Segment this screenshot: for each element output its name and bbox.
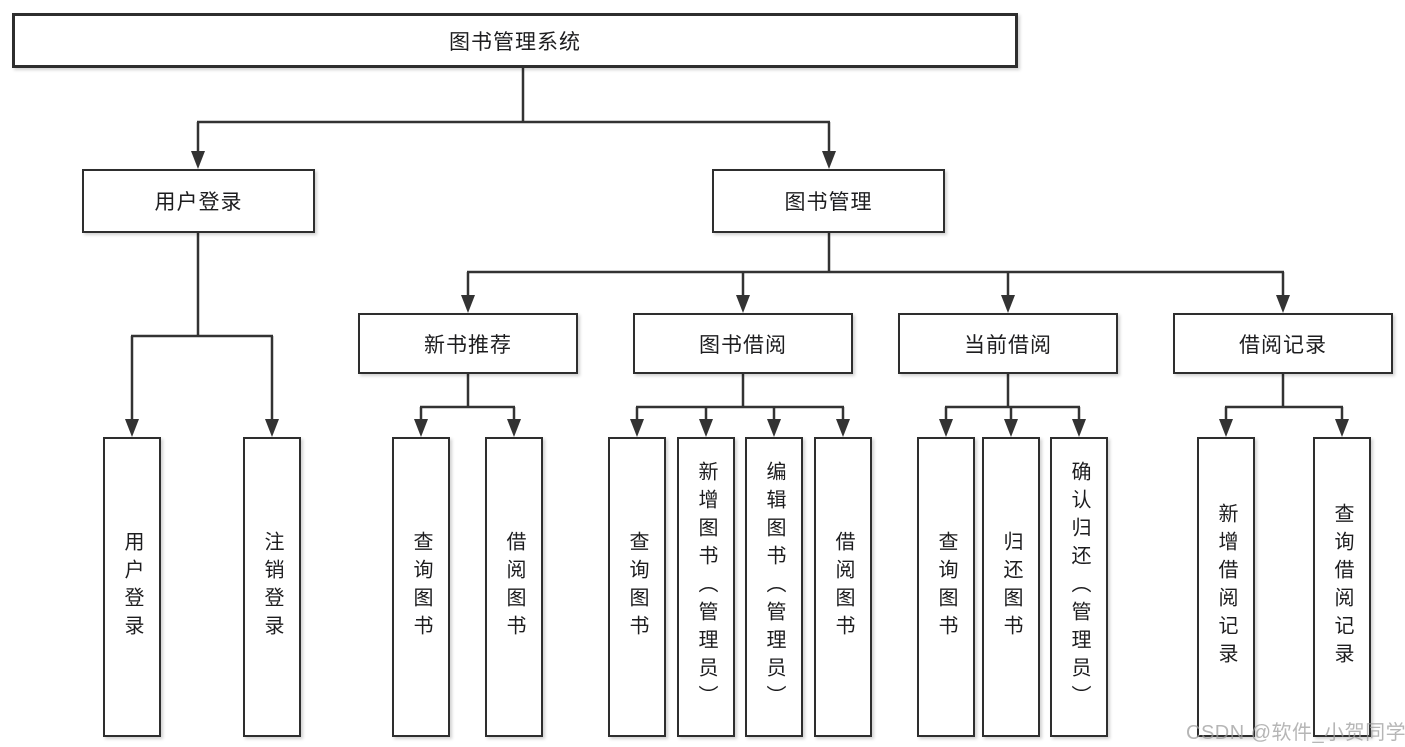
node-borrow-records-label: 借阅记录 <box>1239 333 1327 357</box>
node-leaf-add-book-admin-label: 新增图书（管理员） <box>695 461 717 713</box>
csdn-watermark: CSDN @软件_小贺同学 <box>1186 722 1405 744</box>
node-leaf-confirm-return-admin-label: 确认归还（管理员） <box>1068 461 1090 713</box>
node-leaf-confirm-return-admin: 确认归还（管理员） <box>1050 437 1108 737</box>
node-new-book-recommend: 新书推荐 <box>358 313 578 374</box>
node-leaf-borrowing-query-books: 查询图书 <box>608 437 666 737</box>
node-leaf-return-books: 归还图书 <box>982 437 1040 737</box>
node-library-system: 图书管理系统 <box>12 13 1018 68</box>
node-leaf-add-borrow-record-label: 新增借阅记录 <box>1215 503 1237 671</box>
node-book-borrowing: 图书借阅 <box>633 313 853 374</box>
node-user-login: 用户登录 <box>82 169 315 233</box>
node-leaf-logout-label: 注销登录 <box>261 531 283 643</box>
arrowhead-group <box>125 151 1349 437</box>
node-leaf-user-login: 用户登录 <box>103 437 161 737</box>
node-leaf-query-borrow-record-label: 查询借阅记录 <box>1331 503 1353 671</box>
node-current-borrowing: 当前借阅 <box>898 313 1118 374</box>
node-leaf-edit-book-admin-label: 编辑图书（管理员） <box>763 461 785 713</box>
node-book-management: 图书管理 <box>712 169 945 233</box>
node-leaf-borrowing-borrow-books-label: 借阅图书 <box>832 531 854 643</box>
node-leaf-borrowing-query-books-label: 查询图书 <box>626 531 648 643</box>
node-leaf-recommend-borrow-books-label: 借阅图书 <box>503 531 525 643</box>
node-book-borrowing-label: 图书借阅 <box>699 333 787 357</box>
node-leaf-logout: 注销登录 <box>243 437 301 737</box>
node-leaf-current-query-books: 查询图书 <box>917 437 975 737</box>
node-leaf-recommend-query-books: 查询图书 <box>392 437 450 737</box>
node-leaf-recommend-borrow-books: 借阅图书 <box>485 437 543 737</box>
node-leaf-current-query-books-label: 查询图书 <box>935 531 957 643</box>
node-leaf-borrowing-borrow-books: 借阅图书 <box>814 437 872 737</box>
node-current-borrowing-label: 当前借阅 <box>964 333 1052 357</box>
node-leaf-add-book-admin: 新增图书（管理员） <box>677 437 735 737</box>
node-leaf-add-borrow-record: 新增借阅记录 <box>1197 437 1255 737</box>
node-library-system-label: 图书管理系统 <box>449 30 581 54</box>
node-new-book-recommend-label: 新书推荐 <box>424 333 512 357</box>
node-user-login-label: 用户登录 <box>154 191 243 214</box>
node-leaf-edit-book-admin: 编辑图书（管理员） <box>745 437 803 737</box>
node-leaf-user-login-label: 用户登录 <box>121 531 143 643</box>
node-leaf-return-books-label: 归还图书 <box>1000 531 1022 643</box>
node-leaf-query-borrow-record: 查询借阅记录 <box>1313 437 1371 737</box>
node-leaf-recommend-query-books-label: 查询图书 <box>410 531 432 643</box>
node-book-management-label: 图书管理 <box>784 191 873 214</box>
node-borrow-records: 借阅记录 <box>1173 313 1393 374</box>
